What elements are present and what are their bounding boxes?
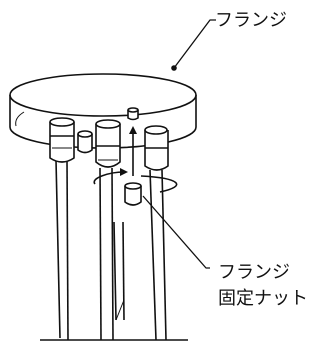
small-nut-left (77, 130, 93, 154)
nut-leader-line (142, 195, 210, 269)
flange-hole-nut (127, 107, 139, 121)
flange-leader-dot (171, 65, 177, 71)
nut-label-line1: フランジ (218, 262, 290, 283)
left-post (49, 117, 75, 341)
cut-post (113, 221, 125, 321)
center-post (95, 119, 121, 341)
flange-fixing-nut (124, 182, 142, 206)
nut-label-line2: 固定ナット (218, 288, 308, 309)
flange-leader-line (173, 19, 216, 69)
rotation-arrow (93, 172, 178, 193)
flange-label: フランジ (215, 10, 287, 31)
right-post (144, 125, 169, 341)
